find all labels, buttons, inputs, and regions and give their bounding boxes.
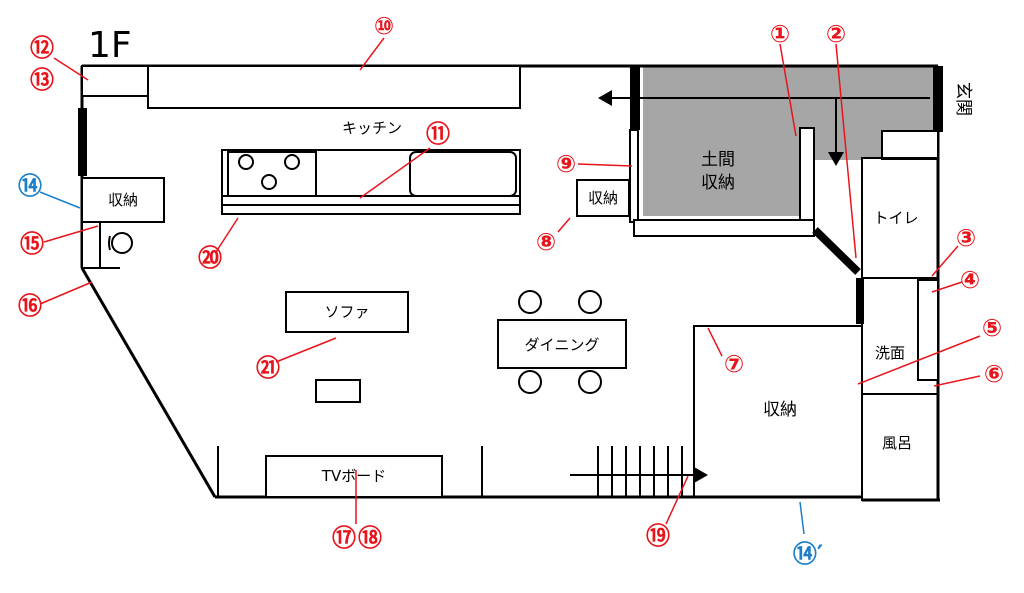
big-storage: [693, 325, 862, 497]
doma-label-2: 収納: [701, 173, 735, 193]
marker-9: ⑨: [556, 150, 576, 178]
marker-16: ⑯: [18, 292, 42, 320]
markers: ① ② ③ ④ ⑤ ⑥ ⑦ ⑧ ⑨ ⑩ ⑪ ⑫ ⑬ ⑭ ⑮ ⑯ ⑰ ⑱ ⑲ ⑳ …: [18, 12, 1004, 568]
diagonal-door: [812, 227, 861, 275]
kitchen-label: キッチン: [342, 119, 402, 137]
entrance-arrow-head-icon: [598, 90, 612, 106]
marker-1: ①: [770, 20, 790, 48]
floor-label: 1F: [88, 25, 132, 66]
marker-5: ⑤: [982, 314, 1002, 342]
marker-15: ⑮: [20, 230, 44, 258]
marker-14: ⑭: [18, 172, 42, 200]
marker-2: ②: [826, 20, 846, 48]
stove-burners-icon: [238, 154, 300, 190]
stairs-arrow-icon: [694, 467, 708, 483]
marker-17: ⑰: [332, 524, 356, 552]
bath-label: 風呂: [882, 434, 912, 452]
sofa-label: ソファ: [324, 303, 369, 321]
marker-7: ⑦: [724, 350, 744, 378]
marker-19: ⑲: [646, 522, 670, 550]
marker-18: ⑱: [358, 524, 382, 552]
toilet-label: トイレ: [873, 209, 918, 227]
entrance-label: 玄関: [953, 82, 973, 116]
doma-area: [634, 66, 938, 216]
down-arrow-head-icon: [828, 152, 844, 166]
tv-wall-ticks: [217, 446, 483, 497]
marker-14-prime: ⑭′: [793, 540, 823, 568]
marker-10: ⑩: [374, 12, 394, 40]
dining-label: ダイニング: [524, 336, 599, 354]
top-cabinets: [81, 65, 521, 109]
marker-12: ⑫: [30, 34, 54, 62]
stairs: [570, 446, 694, 497]
marker-20: ⑳: [198, 244, 222, 272]
mid-storage-label: 収納: [588, 189, 618, 207]
tv-board-label: TVボード: [321, 467, 386, 485]
marker-3: ③: [956, 224, 976, 252]
big-storage-label: 収納: [763, 400, 797, 420]
marker-4: ④: [960, 266, 980, 294]
room-labels: キッチン 土間 収納 収納 収納 収納 トイレ 洗面 風呂 ソファ ダイニング …: [108, 119, 919, 485]
marker-13: ⑬: [30, 66, 54, 94]
marker-6: ⑥: [984, 360, 1004, 388]
entrance-arrow: [612, 97, 930, 156]
left-storage-label: 収納: [108, 191, 138, 209]
doma-label-1: 土間: [701, 150, 735, 170]
mid-storage: [576, 127, 815, 237]
left-storage: [81, 177, 165, 269]
marker-8: ⑧: [536, 228, 556, 256]
furniture: [265, 290, 627, 498]
marker-21: ㉑: [256, 354, 280, 382]
washbasin-icon: [108, 232, 133, 254]
washroom-label: 洗面: [875, 344, 905, 362]
kitchen-counter: [221, 149, 521, 215]
marker-11: ⑪: [426, 120, 450, 148]
leader-lines: [39, 37, 981, 535]
